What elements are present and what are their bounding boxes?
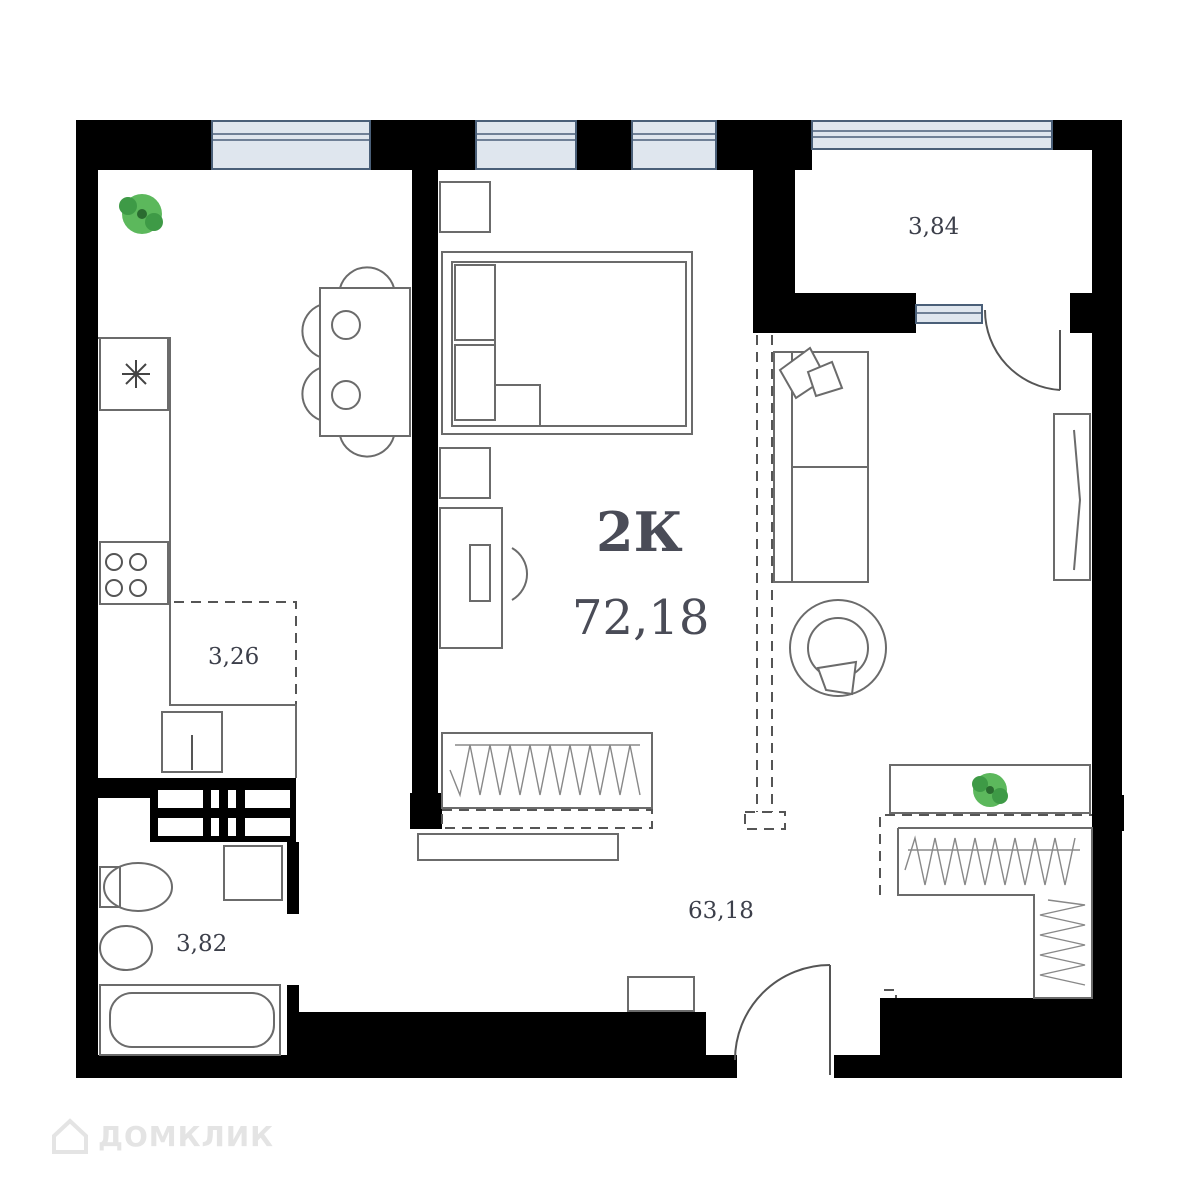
bathroom-area-label: 3,82: [176, 931, 228, 957]
total-area-label: 72,18: [572, 590, 710, 646]
plant-icon: [119, 194, 1008, 807]
watermark: ДОМКЛИК: [50, 1116, 274, 1156]
snowflake-icon: [122, 360, 150, 388]
stove-burners-icon: [105, 553, 147, 597]
dashed-zones: [174, 335, 1092, 998]
main-area-label: 63,18: [688, 898, 754, 924]
kitchen-niche-area-label: 3,26: [208, 644, 260, 670]
doors: [734, 309, 1061, 1075]
balcony-area-label: 3,84: [908, 214, 960, 240]
apartment-type-label: 2К: [596, 500, 683, 564]
watermark-text: ДОМКЛИК: [98, 1119, 275, 1153]
house-logo-icon: [52, 1118, 88, 1154]
windows: [211, 120, 1053, 324]
pillows-icon: [778, 346, 858, 696]
shaft-grid: [158, 790, 290, 836]
walls: [76, 120, 1124, 1078]
